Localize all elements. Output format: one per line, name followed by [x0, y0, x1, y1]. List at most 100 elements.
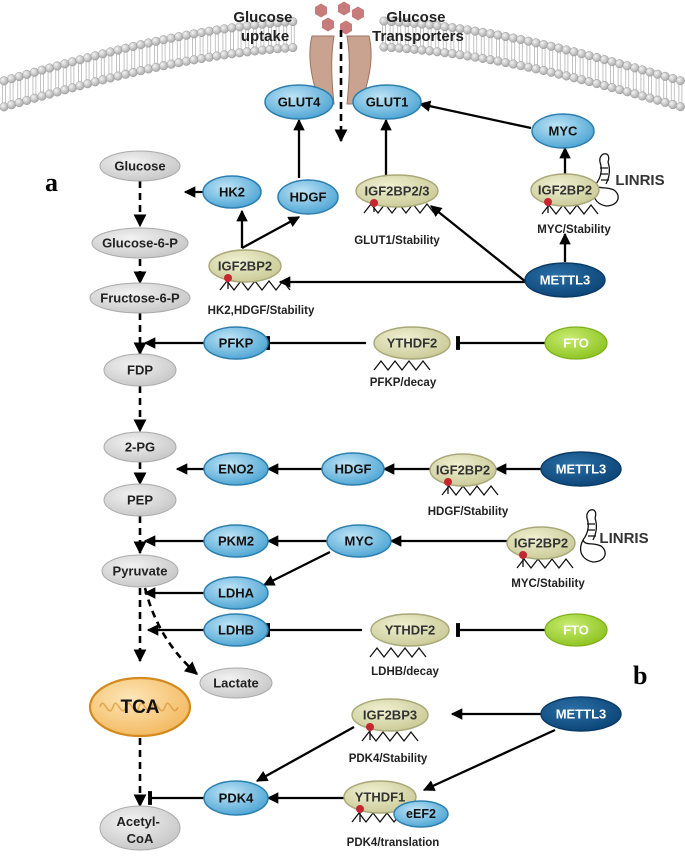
enzyme-eno2[interactable]: ENO2 [203, 452, 269, 486]
reader-igf2bp2-top[interactable]: IGF2BP2 [530, 173, 600, 213]
lipid-tail [389, 25, 394, 44]
lipid-head [653, 69, 663, 79]
svg-text:ENO2: ENO2 [218, 462, 253, 477]
reader-igf2bp23[interactable]: IGF2BP2/3 [355, 174, 439, 212]
enzyme-hdgf-top[interactable]: HDGF [277, 179, 339, 215]
mrna-wave [361, 730, 419, 743]
lipid-head [181, 30, 191, 40]
metabolite-glucose[interactable]: Glucose [99, 150, 181, 182]
svg-text:METTL3: METTL3 [556, 462, 607, 477]
tca-mitochondrion[interactable]: TCA [88, 676, 192, 738]
enzyme-pkm2[interactable]: PKM2 [203, 524, 269, 558]
glut4-node[interactable]: GLUT4 [264, 84, 334, 120]
svg-text:YTHDF1: YTHDF1 [355, 790, 406, 805]
lipid-head [493, 30, 503, 40]
lipid-head [166, 59, 176, 69]
cell-membrane [0, 16, 685, 112]
caption-glut1-stability: GLUT1/Stability [354, 235, 440, 247]
lipid-head [508, 33, 518, 43]
writer-mettl3-top[interactable]: METTL3 [524, 262, 606, 298]
lipid-head [7, 100, 17, 110]
lipid-head [136, 66, 146, 76]
glucose-uptake-label: Glucose uptake [233, 9, 296, 45]
lipid-head [90, 77, 100, 87]
lipid-head [455, 50, 465, 60]
lipid-head [546, 41, 556, 51]
lipid-head [622, 87, 632, 97]
lipid-head [60, 59, 70, 69]
metabolite-acetyl-coa[interactable]: Acetyl- CoA [99, 805, 181, 851]
lipid-head [174, 32, 184, 42]
lipid-tail [176, 40, 181, 59]
reader-ythdf2-ldhb[interactable]: YTHDF2 [370, 613, 450, 647]
eraser-fto-bottom[interactable]: FTO [544, 613, 608, 647]
glut1-node[interactable]: GLUT1 [352, 84, 422, 120]
enzyme-pfkp[interactable]: PFKP [203, 326, 269, 360]
enzyme-myc-mid[interactable]: MYC [326, 524, 392, 558]
enzyme-hk2[interactable]: HK2 [202, 175, 262, 209]
lipid-head [105, 73, 115, 83]
lipid-head [402, 44, 412, 54]
lipid-head [219, 50, 229, 60]
svg-text:IGF2BP2: IGF2BP2 [218, 259, 272, 274]
lipid-head [204, 26, 214, 36]
svg-text:TCA: TCA [120, 697, 159, 718]
lipid-head [668, 99, 678, 110]
lipid-tail [435, 29, 440, 48]
lipid-head [615, 85, 625, 95]
lipid-head [288, 43, 298, 53]
eraser-fto-top[interactable]: FTO [544, 326, 608, 360]
lipid-head [645, 67, 655, 77]
glucose-hexagon [352, 6, 364, 21]
svg-text:FTO: FTO [563, 623, 589, 638]
lipid-head [7, 74, 17, 84]
metabolite-pyruvate[interactable]: Pyruvate [101, 554, 179, 588]
lipid-head [508, 59, 518, 69]
reader-igf2bp2-myc[interactable]: IGF2BP2 [506, 526, 576, 567]
lipid-head [668, 73, 678, 84]
metabolite-2-pg[interactable]: 2-PG [103, 431, 177, 463]
reader-igf2bp2-left[interactable]: IGF2BP2 [208, 249, 282, 289]
lipid-head [143, 64, 153, 74]
linris-hairpin-mid: LINRIS [579, 509, 649, 563]
lipid-tail [655, 78, 660, 97]
reader-ythdf2-pfkp[interactable]: YTHDF2 [373, 326, 451, 360]
lipid-tail [625, 69, 630, 88]
lipid-tail [237, 30, 242, 49]
lipid-head [417, 45, 427, 55]
linris-label-top: LINRIS [615, 172, 664, 189]
lipid-tail [632, 71, 637, 90]
lipid-head [212, 51, 222, 61]
enzyme-ldhb[interactable]: LDHB [203, 613, 269, 647]
writer-mettl3-bottom[interactable]: METTL3 [540, 696, 622, 732]
enzyme-ldha[interactable]: LDHA [203, 576, 269, 610]
lipid-tail [192, 37, 196, 56]
reader-ythdf1[interactable]: YTHDF1 [343, 780, 417, 822]
metabolite-lactate[interactable]: Lactate [199, 667, 273, 699]
enzyme-pdk4[interactable]: PDK4 [203, 780, 269, 816]
lipid-head [432, 47, 442, 57]
lipid-head [592, 53, 602, 63]
lipid-tail [465, 33, 470, 52]
lipid-head [584, 77, 594, 87]
lipid-head [447, 49, 457, 59]
metabolite-glucose-6-p[interactable]: Glucose-6-P [91, 227, 189, 259]
metabolite-fdp[interactable]: FDP [103, 353, 177, 387]
lipid-head [561, 71, 571, 81]
lipid-tail [283, 26, 288, 45]
enzyme-hdgf-mid[interactable]: HDGF [321, 452, 385, 486]
lipid-tail [268, 27, 272, 46]
mrna-wave [373, 359, 431, 372]
metabolite-pep[interactable]: PEP [103, 483, 177, 517]
lipid-tail [100, 57, 105, 76]
reader-igf2bp3[interactable]: IGF2BP3 [351, 698, 429, 740]
svg-text:HDGF: HDGF [290, 190, 327, 205]
lipid-head [166, 33, 176, 43]
enzyme-eef2[interactable]: eEF2 [393, 800, 449, 828]
enzyme-myc-top[interactable]: MYC [531, 113, 595, 149]
lipid-head [409, 44, 419, 54]
lipid-head [440, 48, 450, 58]
reader-igf2bp2-hdgf[interactable]: IGF2BP2 [429, 453, 497, 494]
writer-mettl3-mid[interactable]: METTL3 [540, 451, 622, 487]
metabolite-fructose-6-p[interactable]: Fructose-6-P [89, 282, 191, 314]
